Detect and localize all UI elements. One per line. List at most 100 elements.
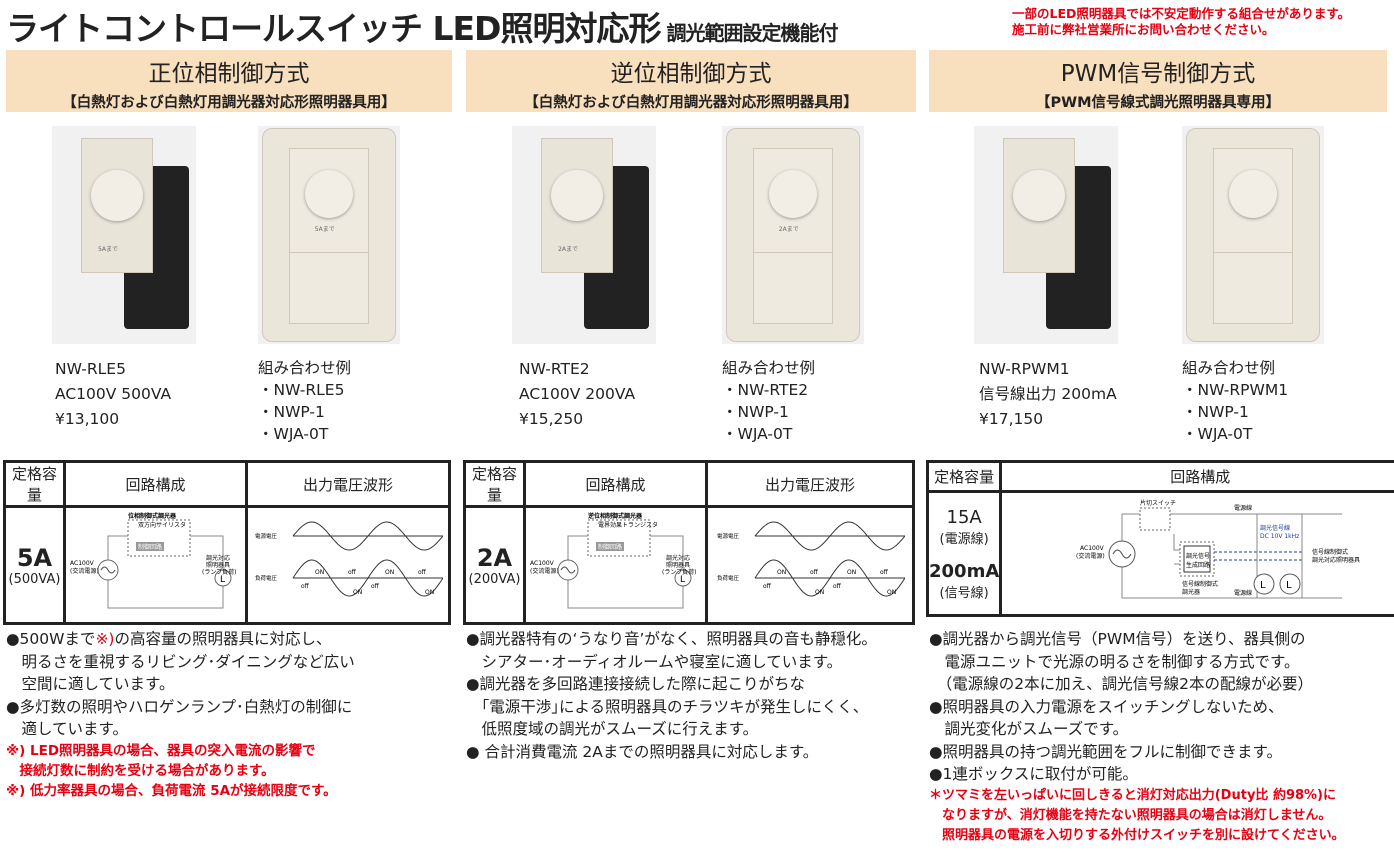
supply-label: 電源電圧 <box>717 532 740 540</box>
power-line-label: 電源線 <box>1234 504 1252 512</box>
feature-item: （電源線の2本に加え、調光信号線2本の配線が必要） <box>929 673 1345 696</box>
product-photo: 5Aまで <box>52 126 196 344</box>
blank-face <box>753 252 833 325</box>
capacity-cell: 15A(電源線)200mA(信号線) <box>925 490 1003 617</box>
supply-label: 電源電圧 <box>255 532 278 540</box>
combo-item: ・NWP-1 <box>722 403 789 421</box>
feature-list: ●調光器特有の‘うなり音’がなく、照明器具の音も静穏化。 シアター･オーディオル… <box>466 628 877 763</box>
footnote: 照明器具の電源を入切りする外付けスイッチを別に設けてください。 <box>929 827 1345 843</box>
gen-label: 生成回路 <box>1186 561 1210 569</box>
capacity-sub: (500VA) <box>8 571 61 587</box>
feature-text: ●1連ボックスに取付が可能。 <box>929 765 1138 783</box>
capacity-sub: (200VA) <box>468 571 521 587</box>
footnote: ＊ツマミを左いっぱいに回しきると消灯対応出力(Duty比 約98%)に <box>929 787 1336 803</box>
combo-item: ・WJA-0T <box>1182 425 1253 443</box>
feature-text: ●調光器特有の‘うなり音’がなく、照明器具の音も静穏化。 <box>466 630 877 648</box>
product-photo: 2Aまで <box>512 126 656 344</box>
note-line: 一部のLED照明器具では不安定動作する組合せがあります。 <box>1012 6 1351 21</box>
product-rating: AC100V 500VA <box>55 385 172 403</box>
dimmer-knob <box>304 169 354 218</box>
section-header: PWM信号制御方式【PWM信号線式調光照明器具専用】 <box>929 50 1387 112</box>
section-subheading: 【白熱灯および白熱灯用調光器対応形照明器具用】 <box>524 95 858 111</box>
control-label: 制御回路 <box>598 543 622 551</box>
combo-item: ・NWP-1 <box>1182 403 1249 421</box>
source-sub: (交流電源) <box>70 567 99 575</box>
feature-text: ●調光器を多回路連接接続した際に起こりがちな <box>466 675 806 693</box>
title-sub: 調光範囲設定機能付 <box>666 21 838 45</box>
load-label: 調光対応 <box>666 554 690 562</box>
feature-text: 空間に適しています。 <box>6 675 175 693</box>
feature-text: 調光変化がスムーズです。 <box>929 720 1129 738</box>
dimmer-label: 信号線制御式 <box>1182 580 1218 588</box>
title-main: ライトコントロールスイッチ LED照明対応形 <box>6 9 661 48</box>
feature-list: ●調光器から調光信号（PWM信号）を送り、器具側の 電源ユニットで光源の明るさを… <box>929 628 1345 846</box>
svg-text:L: L <box>1286 580 1292 591</box>
source-label: AC100V <box>1080 545 1105 552</box>
switch-label: 片切スイッチ <box>1140 499 1176 507</box>
dimmer-knob <box>550 169 603 222</box>
svg-text:L: L <box>220 575 225 585</box>
power-line-label: 電源線 <box>1234 589 1252 597</box>
feature-text: の高容量の照明器具に対応し、 <box>114 630 332 648</box>
header-capacity: 定格容量 <box>925 460 1003 493</box>
source-sub: (交流電源) <box>1076 552 1105 560</box>
feature-text: 適しています。 <box>6 720 129 738</box>
combo-title: 組み合わせ例 <box>722 359 816 377</box>
wave-on-label: ON <box>815 589 824 596</box>
feature-item: 空間に適しています。 <box>6 673 355 696</box>
feature-item: ● 合計消費電流 2Aまでの照明器具に対応します。 <box>466 741 877 764</box>
signal-spec-label: DC 10V 1kHz <box>1260 533 1299 540</box>
combo-photo: 5Aまで <box>258 126 400 344</box>
wave-on-label: ON <box>847 569 856 576</box>
header-note: 一部のLED照明器具では不安定動作する組合せがあります。施工前に弊社営業所にお問… <box>1012 6 1350 38</box>
blank-face <box>289 252 369 325</box>
blank-face <box>1213 252 1293 325</box>
dimmer-knob <box>1228 169 1278 218</box>
circuit-cell: 位相制御式調光器 双方向サイリスタ 制御回路 AC100V (交流電源) L 調… <box>63 505 248 625</box>
combo-item: ・NW-RLE5 <box>258 381 345 399</box>
capacity-value: 5A <box>16 543 53 572</box>
switch-label: 2Aまで <box>558 245 579 253</box>
product-rating: 信号線出力 200mA <box>979 385 1117 403</box>
wave-on-label: ON <box>353 589 362 596</box>
wave-on-label: ON <box>777 569 786 576</box>
wave-off-label: off <box>301 583 310 590</box>
fixture-label: 調光対応照明器具 <box>1312 556 1360 564</box>
section-subheading: 【白熱灯および白熱灯用調光器対応形照明器具用】 <box>62 95 396 111</box>
source-label: AC100V <box>70 560 95 567</box>
header-circuit: 回路構成 <box>523 460 708 508</box>
product-model: NW-RTE2 <box>519 360 590 378</box>
dimmer-knob <box>90 169 143 222</box>
element-label: 電界効果トランジスタ <box>598 521 658 529</box>
load-label: (ランプ負荷) <box>662 568 697 576</box>
wave-on-label: ON <box>315 569 324 576</box>
wave-off-label: off <box>880 569 889 576</box>
header-capacity: 定格容量 <box>3 460 66 508</box>
feature-item: ●調光器を多回路連接接続した際に起こりがちな <box>466 673 877 696</box>
section-header: 正位相制御方式【白熱灯および白熱灯用調光器対応形照明器具用】 <box>6 50 452 112</box>
header-waveform: 出力電圧波形 <box>245 460 451 508</box>
product-price: ¥17,150 <box>979 410 1044 428</box>
feature-text: シアター･オーディオルームや寝室に適しています。 <box>466 652 843 671</box>
gen-label: 調光信号 <box>1186 552 1210 560</box>
wave-off-label: off <box>810 569 819 576</box>
load-label: 負荷電圧 <box>717 574 740 582</box>
wave-on-label: ON <box>385 569 394 576</box>
element-label: 双方向サイリスタ <box>138 521 186 529</box>
combo-title: 組み合わせ例 <box>1182 359 1276 377</box>
wave-on-label: ON <box>887 589 896 596</box>
feature-text: ｢電源干渉｣による照明器具のチラツキが発生しにくく、 <box>466 697 869 716</box>
feature-item: ●照明器具の入力電源をスイッチングしないため、 <box>929 696 1345 719</box>
feature-list: ●500Wまで※)の高容量の照明器具に対応し、 明るさを重視するリビング･ダイニ… <box>6 628 355 801</box>
feature-text: 電源ユニットで光源の明るさを制御する方式です。 <box>929 652 1300 671</box>
source-sub: (交流電源) <box>530 567 559 575</box>
capacity-value: 15A <box>946 506 982 528</box>
circuit-diagram: 位相制御式調光器 双方向サイリスタ 制御回路 AC100V (交流電源) L 調… <box>70 512 236 609</box>
product-model: NW-RLE5 <box>55 360 126 378</box>
feature-text: ●照明器具の持つ調光範囲をフルに制御できます。 <box>929 742 1282 761</box>
